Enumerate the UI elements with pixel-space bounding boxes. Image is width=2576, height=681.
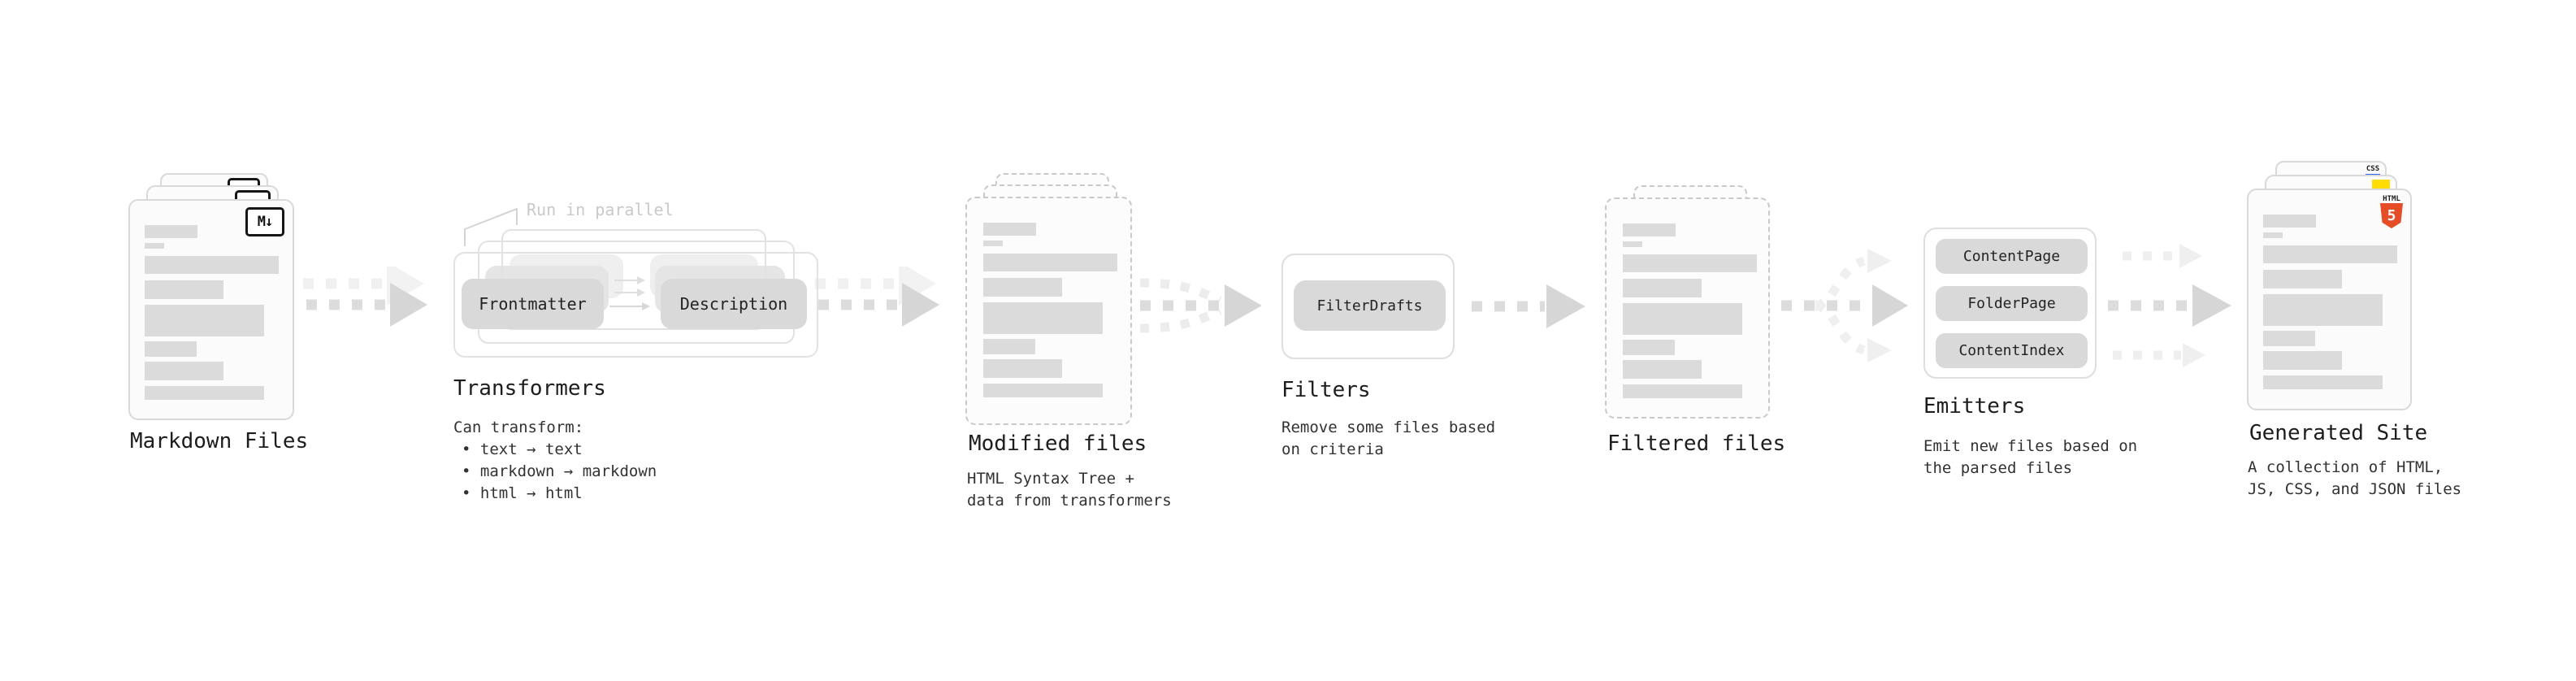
css-icon-text: CSS (2366, 165, 2380, 173)
filters-panel: FilterDrafts (1281, 254, 1455, 359)
arrow-head (1872, 284, 1908, 327)
parallel-arrows (609, 276, 650, 310)
transformers-label: Transformers (453, 376, 606, 401)
text-placeholder-bar (145, 305, 264, 336)
text-placeholder-bar (1623, 254, 1757, 272)
html5-icon-text: HTML (2383, 195, 2400, 203)
transformer-node-frontmatter: Frontmatter (462, 279, 604, 329)
small-arrow-head (637, 288, 645, 297)
text-placeholder-bar (983, 278, 1062, 297)
text-placeholder-bar (145, 256, 279, 274)
html5-icon-number: 5 (2387, 207, 2396, 224)
markdown-files-label: Markdown Files (130, 429, 309, 453)
text-placeholder-bar (145, 243, 164, 249)
emitters-label: Emitters (1923, 394, 2026, 419)
emitters-description-line2: the parsed files (1923, 459, 2073, 477)
text-placeholder-bar (1623, 384, 1742, 398)
text-placeholder-bar (1623, 241, 1642, 247)
text-placeholder-bar (2263, 215, 2316, 228)
flow-arrow-modified-to-filters (1139, 278, 1262, 333)
text-placeholder-bar (983, 223, 1036, 236)
text-placeholder-bar (983, 302, 1103, 334)
filtered-file-card (1605, 197, 1770, 419)
flow-arrow-markdown-to-transformers (303, 267, 427, 327)
text-placeholder-bar (983, 384, 1103, 397)
filters-description-line2: on criteria (1281, 440, 1384, 458)
filters-description-line1: Remove some files based (1281, 419, 1496, 436)
transformers-bullet: • markdown → markdown (462, 462, 657, 480)
transformers-bullet: • html → html (462, 484, 583, 502)
emitters-description-line1: Emit new files based on (1923, 437, 2138, 455)
text-placeholder-bar (1623, 340, 1675, 355)
transformers-description-title: Can transform: (453, 419, 584, 436)
merge-curve-top (1139, 278, 1222, 305)
flow-arrow-emitters-to-site (2108, 244, 2231, 367)
modified-file-card (965, 197, 1132, 425)
text-placeholder-bar (2263, 294, 2383, 326)
flow-arrow-filtered-to-emitters (1781, 249, 1908, 362)
text-placeholder-bar (145, 225, 197, 238)
flow-arrow-transformers-to-modified (815, 267, 939, 327)
html5-icon: HTML 5 (2380, 195, 2403, 228)
text-placeholder-bar (2263, 245, 2397, 263)
modified-files-description-line1: HTML Syntax Tree + (967, 470, 1134, 488)
text-placeholder-bar (1623, 360, 1702, 379)
arrow-head (902, 283, 939, 327)
text-placeholder-bar (2263, 232, 2283, 238)
arrow-head (1546, 284, 1585, 328)
flow-arrow-filters-to-filtered (1472, 284, 1585, 328)
text-placeholder-bar (145, 341, 197, 357)
merge-curve-bottom (1139, 306, 1222, 333)
text-placeholder-bar (2263, 351, 2342, 370)
text-placeholder-bar (145, 280, 223, 299)
generated-site-description-line1: A collection of HTML, (2248, 458, 2444, 476)
annotation-connector-line (464, 207, 518, 246)
transformers-outline-front (453, 252, 818, 358)
markdown-icon: M↓ (245, 207, 284, 236)
text-placeholder-bar (983, 241, 1003, 246)
text-placeholder-bar (145, 362, 223, 380)
arrow-head (1225, 284, 1262, 327)
emitter-node-contentindex: ContentIndex (1936, 333, 2088, 368)
faint-arrow-head (2183, 343, 2205, 367)
emitter-node-contentpage: ContentPage (1936, 239, 2088, 274)
text-placeholder-bar (1623, 303, 1742, 335)
connector-polyline (464, 207, 518, 246)
site-file-card-html: HTML 5 (2247, 189, 2412, 410)
transformers-bullet: • text → text (462, 440, 583, 458)
text-placeholder-bar (2263, 270, 2342, 288)
small-arrow-head (637, 276, 645, 284)
filtered-files-label: Filtered files (1607, 432, 1786, 456)
generated-site-description-line2: JS, CSS, and JSON files (2248, 480, 2462, 498)
markdown-file-card-front: M↓ (128, 199, 294, 420)
text-placeholder-bar (983, 339, 1035, 354)
text-placeholder-bar (145, 386, 264, 400)
text-placeholder-bar (2263, 375, 2383, 389)
diverge-curve-bottom (1814, 301, 1866, 355)
arrow-head (390, 283, 427, 327)
faint-arrow-head (2179, 244, 2202, 268)
transformer-node-description: Description (661, 279, 807, 329)
small-arrow-head (642, 302, 650, 310)
text-placeholder-bar (983, 359, 1062, 378)
text-placeholder-bar (1623, 223, 1676, 236)
js-file-icon (2372, 180, 2390, 190)
diverge-curve-top (1814, 256, 1866, 310)
arrow-head (2192, 284, 2231, 327)
modified-files-label: Modified files (969, 432, 1147, 456)
generated-site-label: Generated Site (2249, 421, 2428, 445)
modified-files-description-line2: data from transformers (967, 492, 1172, 510)
filter-node-filterdrafts: FilterDrafts (1294, 280, 1446, 331)
emitters-panel: ContentPage FolderPage ContentIndex (1923, 228, 2097, 379)
text-placeholder-bar (2263, 331, 2315, 346)
faint-arrow-head (1867, 249, 1892, 273)
emitter-node-folderpage: FolderPage (1936, 286, 2088, 321)
filters-label: Filters (1281, 378, 1371, 402)
html5-icon-shield: 5 (2380, 203, 2403, 228)
run-in-parallel-annotation: Run in parallel (527, 200, 674, 219)
faint-arrow-head (1867, 338, 1892, 362)
text-placeholder-bar (983, 254, 1117, 271)
text-placeholder-bar (1623, 279, 1702, 297)
